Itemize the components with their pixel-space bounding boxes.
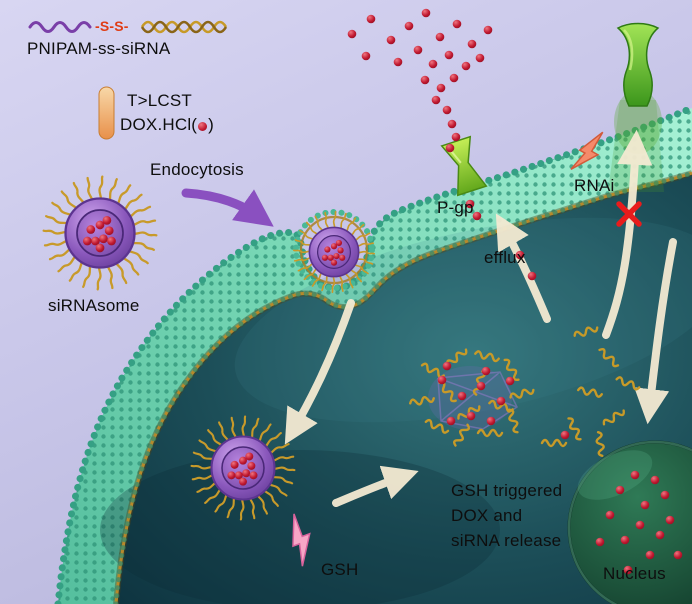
blocked-x-icon (616, 201, 642, 227)
gsh-bolt-icon (292, 513, 311, 567)
pnipam-label: PNIPAM-ss-siRNA (27, 39, 171, 58)
release-text-line3: siRNA release (451, 531, 562, 550)
pgp-label: P-gp (437, 198, 474, 217)
dox-dot-icon (198, 122, 208, 131)
lcst-label: T>LCST (127, 91, 192, 110)
arrow-vesicle-release (284, 299, 355, 445)
cytoplasm (100, 170, 692, 604)
endocytic-vesicle (293, 209, 375, 292)
sirnasome-particle (44, 177, 157, 290)
arrow-efflux (495, 213, 551, 323)
nucleus-label: Nucleus (603, 564, 666, 583)
pathway-arrows (284, 129, 677, 507)
disassembly-cluster (408, 346, 536, 449)
release-text-line2: DOX and (451, 506, 523, 525)
disulfide-label: -S-S- (95, 18, 129, 34)
arrow-blocked (602, 129, 653, 339)
dox-label: DOX.HCl() (120, 115, 214, 135)
efflux-label: efflux (484, 248, 526, 267)
arrow-to-nucleus (634, 238, 677, 425)
nucleus-body (567, 440, 692, 604)
arrow-to-disassembly (332, 465, 419, 507)
rnai-label: RNAi (574, 176, 615, 195)
dox-label-suffix: ) (208, 115, 215, 134)
sirna-helix-icon (140, 20, 228, 34)
endocytosis-label: Endocytosis (150, 160, 244, 179)
arrow-endocytosis (181, 188, 274, 227)
dox-label-prefix: DOX.HCl( (120, 115, 198, 134)
sirnasome-label: siRNAsome (48, 296, 140, 315)
pnipam-chain-icon (28, 21, 92, 33)
gsh-label: GSH (321, 560, 359, 579)
release-text-line1: GSH triggered (451, 481, 563, 500)
lcst-rod-icon (98, 86, 115, 140)
rnai-bolt-icon (570, 131, 604, 170)
